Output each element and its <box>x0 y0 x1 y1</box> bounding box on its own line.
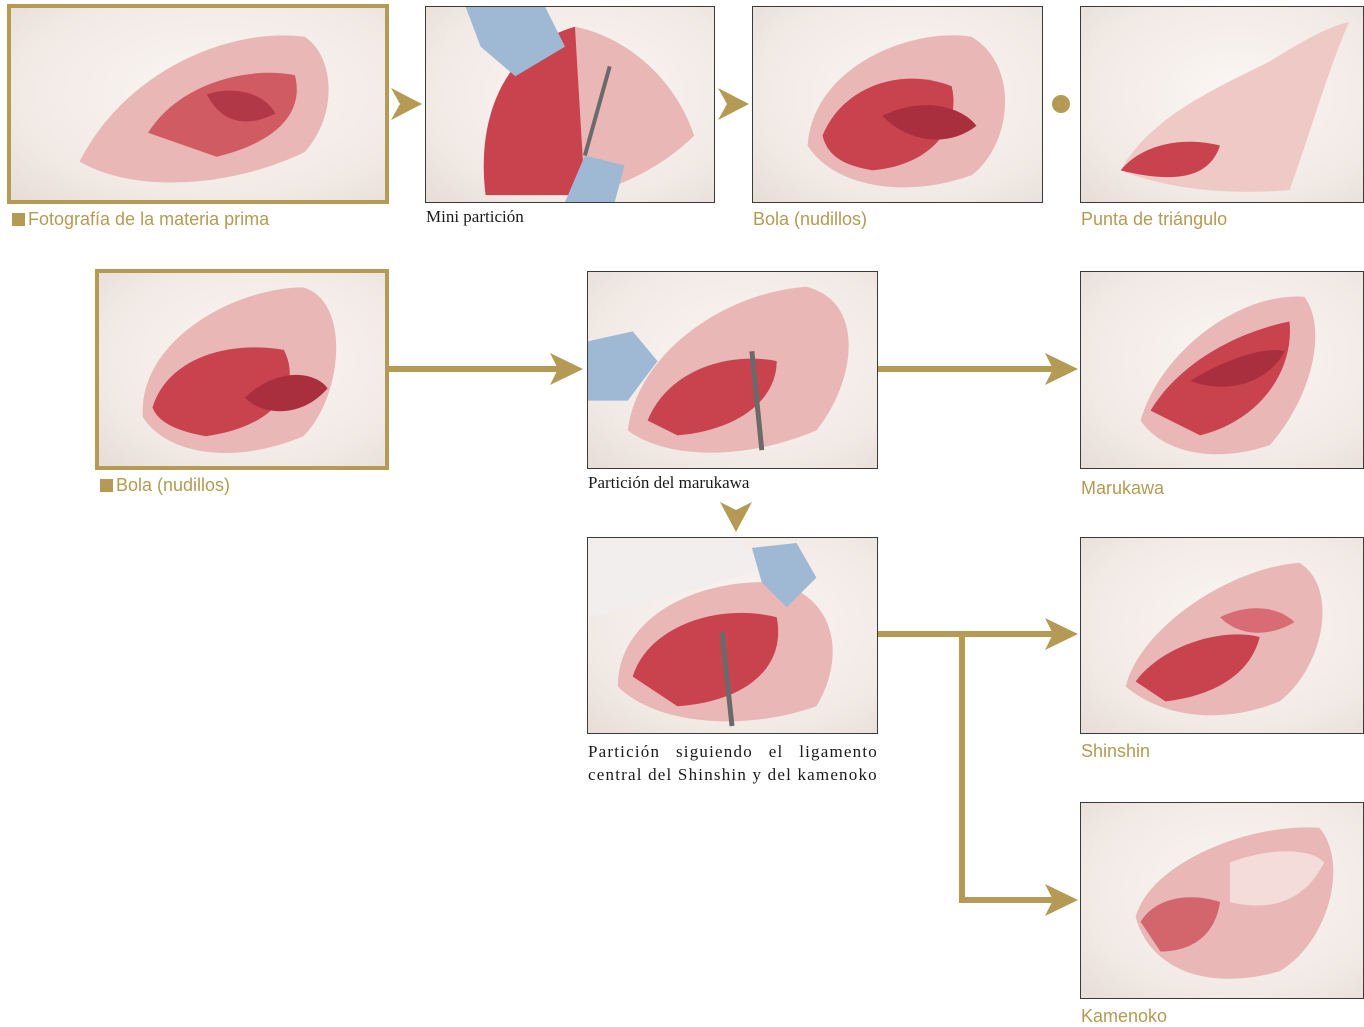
caption-marker <box>12 213 25 226</box>
photo-shinshin-partition <box>587 537 878 734</box>
bullet-dot <box>1052 95 1070 113</box>
photo-marukawa <box>1080 271 1364 469</box>
arrow-head <box>1045 353 1078 385</box>
caption-marukawa-partition: Partición del marukawa <box>588 473 749 493</box>
photo-bola <box>752 6 1043 203</box>
arrow-head <box>550 353 583 385</box>
caption-punta: Punta de triángulo <box>1081 209 1227 230</box>
photo-marukawa-partition <box>587 271 878 469</box>
caption-kamenoko: Kamenoko <box>1081 1006 1167 1027</box>
caption-raw-material-text: Fotografía de la materia prima <box>28 209 269 229</box>
photo-shinshin <box>1080 537 1364 734</box>
chevron-arrow-2 <box>718 88 749 120</box>
chevron-down-arrow <box>720 502 752 532</box>
caption-bola-source: Bola (nudillos) <box>100 475 230 496</box>
arrow-head <box>1045 618 1078 650</box>
arrow-head <box>1045 884 1078 916</box>
photo-bola-source <box>95 269 389 470</box>
caption-shinshin-partition: Partición siguiendo el ligamento central… <box>588 740 878 786</box>
photo-kamenoko <box>1080 802 1364 999</box>
caption-shinshin: Shinshin <box>1081 741 1150 762</box>
chevron-arrow-1 <box>391 88 422 120</box>
photo-mini-partition <box>425 6 715 203</box>
photo-raw-material <box>7 4 389 204</box>
caption-bola-source-text: Bola (nudillos) <box>116 475 230 495</box>
caption-mini-partition: Mini partición <box>426 207 524 227</box>
caption-raw-material: Fotografía de la materia prima <box>12 209 269 230</box>
photo-punta <box>1080 6 1364 203</box>
caption-bola: Bola (nudillos) <box>753 209 867 230</box>
caption-marker <box>100 479 113 492</box>
caption-marukawa: Marukawa <box>1081 478 1164 499</box>
